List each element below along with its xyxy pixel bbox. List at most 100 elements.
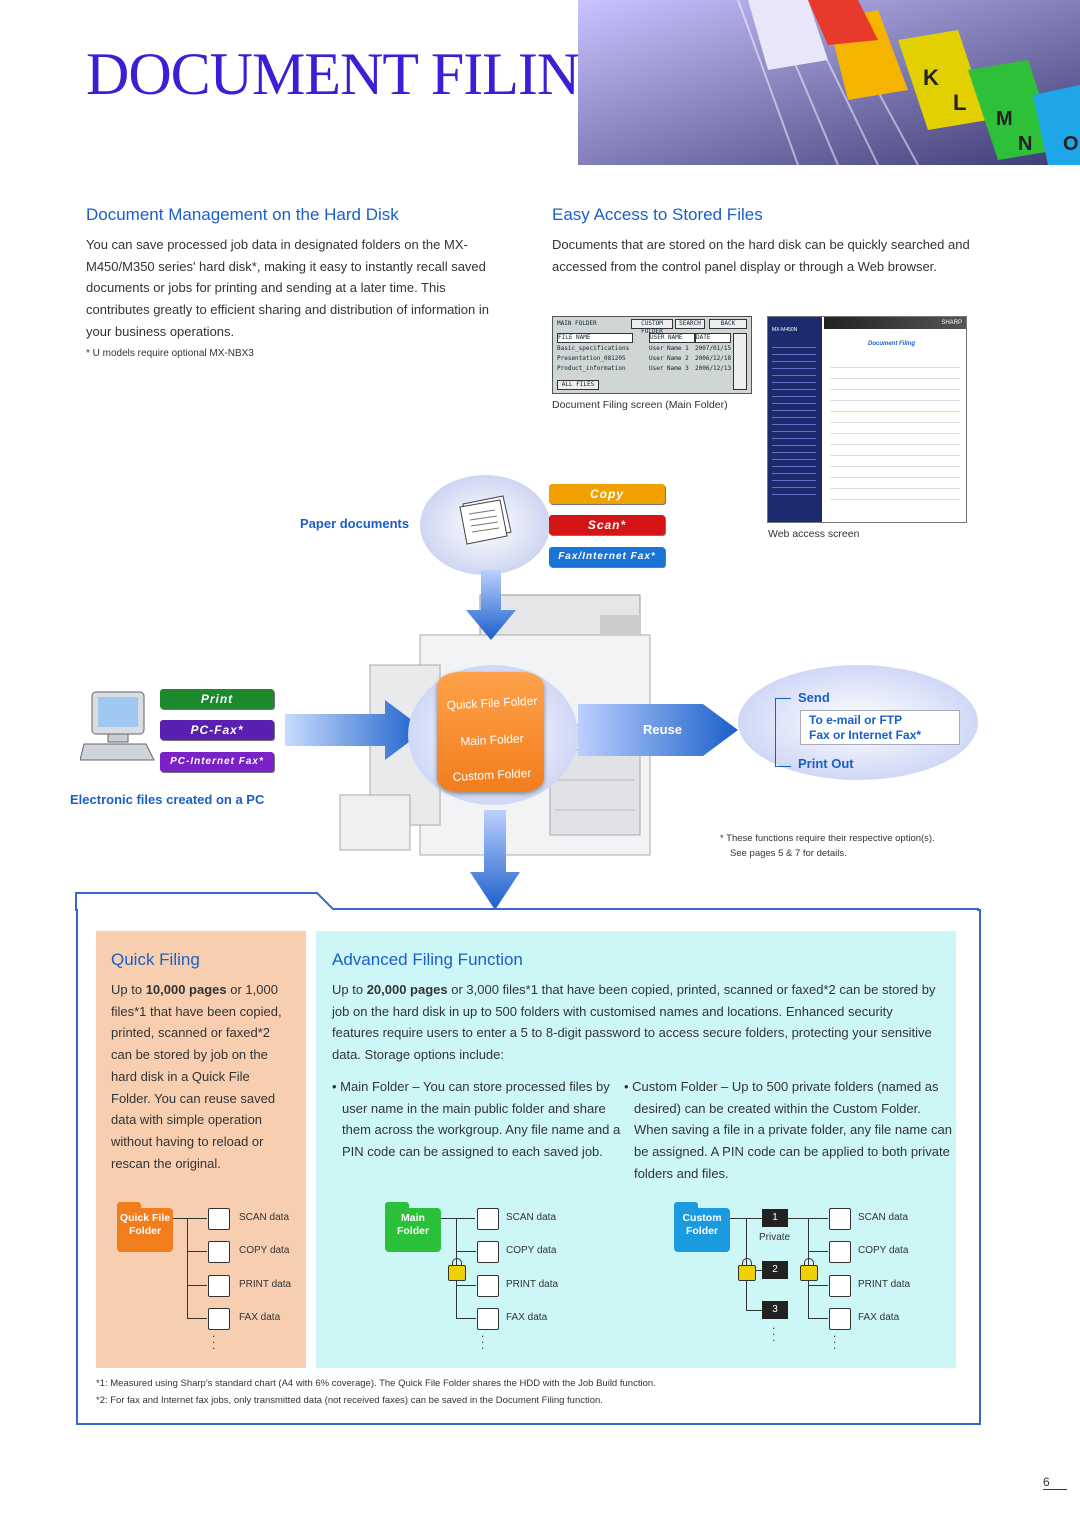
panel-main-folder: MAIN FOLDER <box>557 320 597 327</box>
private-folder-1: 1 <box>762 1209 788 1227</box>
bullet-custom-folder: • Custom Folder – Up to 500 private fold… <box>624 1079 952 1181</box>
scan-data-icon <box>829 1208 851 1230</box>
quick-filing-heading: Quick Filing <box>111 950 200 969</box>
print-data-icon <box>477 1275 499 1297</box>
quick-filing-paragraph: Up to 10,000 pages or 1,000 files*1 that… <box>111 982 282 1171</box>
send-email-ftp: To e-mail or FTP <box>809 713 903 727</box>
tab-letter-n: N <box>1018 133 1032 155</box>
arrow-down-input <box>466 570 516 640</box>
paper-documents-label: Paper documents <box>300 516 410 531</box>
web-page-heading: Document Filing <box>868 341 915 347</box>
footnote-1: *1: Measured using Sharp's standard char… <box>96 1378 656 1389</box>
bullet-main-folder: • Main Folder – You can store processed … <box>332 1079 621 1160</box>
fax-internet-fax-pill: Fax/Internet Fax* <box>549 547 665 567</box>
scan-data-label: SCAN data <box>239 1212 290 1223</box>
private-label: Private <box>759 1232 791 1243</box>
arrow-down-storage <box>470 810 520 910</box>
web-sidebar: MX-M450N <box>768 317 822 522</box>
panel-screen-caption: Document Filing screen (Main Folder) <box>552 399 728 411</box>
web-screen: MX-M450N SHARP Document Filing <box>767 316 967 523</box>
hard-disk-paragraph: You can save processed job data in desig… <box>86 237 489 339</box>
output-bracket <box>775 698 776 766</box>
print-out-label: Print Out <box>798 756 854 771</box>
box-tab-outline <box>75 892 979 911</box>
copy-pill: Copy <box>549 484 665 504</box>
pc-internet-fax-pill: PC-Internet Fax* <box>160 752 274 772</box>
options-note-pages: See pages 5 & 7 for details. <box>730 848 847 859</box>
pc-files-label: Electronic files created on a PC <box>70 792 265 807</box>
web-model: MX-M450N <box>772 327 798 333</box>
panel-col-user: USER NAME <box>649 333 695 343</box>
copy-data-icon <box>477 1241 499 1263</box>
pc-computer-icon <box>80 691 155 761</box>
send-options-box: To e-mail or FTP Fax or Internet Fax* <box>800 710 960 745</box>
print-data-label: PRINT data <box>858 1279 911 1290</box>
fax-data-label: FAX data <box>506 1312 548 1323</box>
scan-data-icon <box>477 1208 499 1230</box>
paper-stack-icon <box>459 495 512 545</box>
panel-row[interactable]: Basic_specifications User Name 1 2007/01… <box>557 345 732 352</box>
output-bracket-top <box>775 698 791 699</box>
fax-data-label: FAX data <box>858 1312 900 1323</box>
fax-data-label: FAX data <box>239 1312 281 1323</box>
panel-col-file: FILE NAME <box>557 333 633 343</box>
fax-data-icon <box>829 1308 851 1330</box>
lock-icon <box>800 1258 818 1281</box>
page-number: 6 <box>1043 1475 1067 1490</box>
panel-all-files-button[interactable]: ALL FILES <box>557 380 599 390</box>
print-data-label: PRINT data <box>239 1279 292 1290</box>
advanced-filing-heading: Advanced Filing Function <box>332 950 523 969</box>
copy-data-label: COPY data <box>858 1245 909 1256</box>
copy-data-label: COPY data <box>239 1245 290 1256</box>
web-brand: SHARP <box>824 317 966 329</box>
scan-pill: Scan* <box>549 515 665 535</box>
advanced-filing-paragraph: Up to 20,000 pages or 3,000 files*1 that… <box>332 982 936 1063</box>
tab-letter-m: M <box>996 108 1013 130</box>
panel-row[interactable]: Presentation_081205 User Name 2 2006/12/… <box>557 355 732 362</box>
page-title: DOCUMENT FILING <box>86 41 623 107</box>
panel-search-button[interactable]: SEARCH <box>675 319 705 329</box>
panel-col-date: DATE <box>695 333 731 343</box>
panel-row[interactable]: Product_information User Name 3 2006/12/… <box>557 365 732 372</box>
filing-box <box>76 909 981 1425</box>
section-heading-hard-disk: Document Management on the Hard Disk <box>86 205 399 224</box>
quick-file-folder-icon: Quick File Folder <box>117 1202 173 1252</box>
section-heading-easy-access: Easy Access to Stored Files <box>552 205 763 224</box>
storage-cylinder <box>437 672 544 792</box>
pc-fax-pill: PC-Fax* <box>160 720 274 740</box>
lock-icon <box>738 1258 756 1281</box>
panel-custom-folder-button[interactable]: CUSTOM FOLDER <box>631 319 673 335</box>
arrow-right-pc <box>285 700 425 760</box>
output-bracket-bottom <box>775 766 791 767</box>
reuse-arrow <box>578 704 738 756</box>
private-folder-3: 3 <box>762 1301 788 1319</box>
panel-scrollbar[interactable] <box>733 333 747 390</box>
send-label: Send <box>798 690 830 705</box>
tab-letter-o: O <box>1063 133 1079 155</box>
web-screen-caption: Web access screen <box>768 528 860 540</box>
send-fax: Fax or Internet Fax* <box>809 728 922 742</box>
panel-back-button[interactable]: BACK <box>709 319 747 329</box>
print-data-icon <box>829 1275 851 1297</box>
lock-icon <box>448 1258 466 1281</box>
fax-data-icon <box>477 1308 499 1330</box>
private-folder-2: 2 <box>762 1261 788 1279</box>
copy-data-icon <box>208 1241 230 1263</box>
easy-access-paragraph: Documents that are stored on the hard di… <box>552 237 970 274</box>
footnote-2: *2: For fax and Internet fax jobs, only … <box>96 1395 603 1406</box>
fax-data-icon <box>208 1308 230 1330</box>
custom-folder-icon: Custom Folder <box>674 1202 730 1252</box>
tab-letter-k: K <box>923 65 939 90</box>
scan-data-label: SCAN data <box>506 1212 557 1223</box>
copy-data-label: COPY data <box>506 1245 557 1256</box>
banner-image: K L M N O <box>578 0 1080 165</box>
main-folder-icon: Main Folder <box>385 1202 441 1252</box>
copy-data-icon <box>829 1241 851 1263</box>
print-pill: Print <box>160 689 274 709</box>
quick-filing-panel <box>96 931 306 1368</box>
scan-data-label: SCAN data <box>858 1212 909 1223</box>
scan-data-icon <box>208 1208 230 1230</box>
print-data-label: PRINT data <box>506 1279 559 1290</box>
options-note: * These functions require their respecti… <box>720 833 935 844</box>
hard-disk-footnote: * U models require optional MX-NBX3 <box>86 348 254 359</box>
